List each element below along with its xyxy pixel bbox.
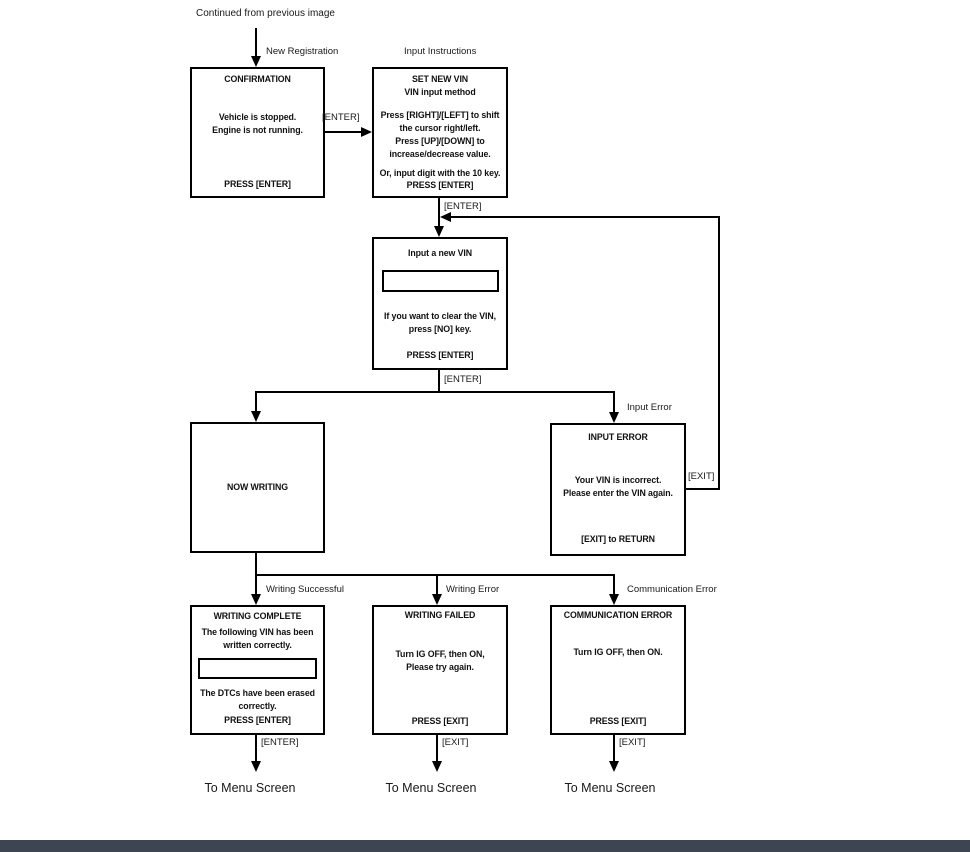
arrowhead-down-icon — [432, 761, 442, 772]
node-title: WRITING COMPLETE — [213, 611, 302, 621]
connector-line — [613, 574, 615, 596]
node-body-line: Please enter the VIN again. — [563, 488, 673, 498]
node-title: COMMUNICATION ERROR — [563, 610, 673, 620]
node-writing-complete: WRITING COMPLETE The following VIN has b… — [190, 605, 325, 735]
node-communication-error: COMMUNICATION ERROR Turn IG OFF, then ON… — [550, 605, 686, 735]
node-input-error: INPUT ERROR Your VIN is incorrect. Pleas… — [550, 423, 686, 556]
bottom-bar — [0, 840, 970, 852]
connector-line — [255, 553, 257, 576]
vin-input-field — [381, 270, 499, 292]
arrowhead-down-icon — [434, 226, 444, 237]
connector-line — [438, 370, 440, 393]
node-title: Input a new VIN — [408, 248, 472, 258]
connector-line — [613, 735, 615, 763]
node-footer: PRESS [ENTER] — [224, 715, 291, 725]
connector-line — [438, 198, 440, 228]
connector-line — [686, 488, 720, 490]
node-body-line: correctly. — [238, 701, 277, 711]
connector-line — [255, 391, 257, 414]
node-body-line: The following VIN has been — [201, 627, 314, 637]
edge-label-enter: [ENTER] — [444, 374, 482, 385]
connector-line — [255, 28, 257, 58]
edge-label-exit: [EXIT] — [619, 737, 646, 748]
node-title: INPUT ERROR — [588, 432, 648, 442]
tag-new-registration: New Registration — [266, 46, 339, 57]
arrowhead-down-icon — [432, 594, 442, 605]
arrowhead-down-icon — [251, 594, 261, 605]
node-title: CONFIRMATION — [224, 74, 291, 84]
arrowhead-down-icon — [251, 761, 261, 772]
node-body-line: Press [RIGHT]/[LEFT] to shift — [380, 110, 500, 120]
connector-line — [325, 131, 363, 133]
connector-line — [451, 216, 720, 218]
node-title: NOW WRITING — [227, 482, 288, 492]
node-body-line: press [NO] key. — [408, 324, 472, 334]
connector-line — [255, 391, 615, 393]
arrowhead-left-icon — [440, 212, 451, 222]
to-menu-screen-label: To Menu Screen — [385, 781, 477, 795]
node-body-line: increase/decrease value. — [389, 149, 491, 159]
edge-label-exit: [EXIT] — [688, 471, 715, 482]
node-body-line: Turn IG OFF, then ON. — [573, 647, 663, 657]
node-body-line: Turn IG OFF, then ON, — [395, 649, 485, 659]
connector-line — [436, 735, 438, 763]
node-footer: PRESS [ENTER] — [406, 350, 474, 360]
node-writing-failed: WRITING FAILED Turn IG OFF, then ON, Ple… — [372, 605, 508, 735]
continued-from-label: Continued from previous image — [196, 8, 335, 19]
vin-output-field — [198, 658, 317, 679]
connector-line — [255, 574, 615, 576]
node-input-vin: Input a new VIN If you want to clear the… — [372, 237, 508, 370]
node-body-line: Please try again. — [406, 662, 474, 672]
node-footer: [EXIT] to RETURN — [581, 534, 655, 544]
connector-line — [255, 735, 257, 763]
node-footer: PRESS [EXIT] — [589, 716, 647, 726]
arrowhead-down-icon — [609, 761, 619, 772]
tag-input-instructions: Input Instructions — [404, 46, 477, 57]
node-footer: PRESS [ENTER] — [406, 180, 474, 190]
tag-communication-error: Communication Error — [627, 584, 717, 595]
node-body-line: Your VIN is incorrect. — [574, 475, 662, 485]
arrowhead-down-icon — [609, 412, 619, 423]
node-subtitle: VIN input method — [404, 87, 476, 97]
edge-label-exit: [EXIT] — [442, 737, 469, 748]
arrowhead-right-icon — [361, 127, 372, 137]
node-body-line: If you want to clear the VIN, — [384, 311, 496, 321]
tag-writing-error: Writing Error — [446, 584, 500, 595]
arrowhead-down-icon — [609, 594, 619, 605]
arrowhead-down-icon — [251, 411, 261, 422]
node-body-line: Press [UP]/[DOWN] to — [395, 136, 485, 146]
node-body-line: Vehicle is stopped. — [218, 112, 297, 122]
connector-line — [255, 574, 257, 596]
node-set-new-vin: SET NEW VIN VIN input method Press [RIGH… — [372, 67, 508, 198]
edge-label-enter: [ENTER] — [322, 112, 360, 123]
arrowhead-down-icon — [251, 56, 261, 67]
connector-line — [718, 216, 720, 490]
node-confirmation: CONFIRMATION Vehicle is stopped. Engine … — [190, 67, 325, 198]
node-body-line: Or, input digit with the 10 key. — [379, 168, 501, 178]
node-body-line: written correctly. — [223, 640, 292, 650]
edge-label-enter: [ENTER] — [261, 737, 299, 748]
tag-input-error: Input Error — [627, 402, 672, 413]
node-body-line: The DTCs have been erased — [200, 688, 315, 698]
tag-writing-successful: Writing Successful — [266, 584, 344, 595]
edge-label-enter: [ENTER] — [444, 201, 482, 212]
node-body-line: the cursor right/left. — [399, 123, 481, 133]
node-title: SET NEW VIN — [411, 74, 469, 84]
to-menu-screen-label: To Menu Screen — [204, 781, 296, 795]
connector-line — [613, 391, 615, 415]
to-menu-screen-label: To Menu Screen — [564, 781, 656, 795]
node-now-writing: NOW WRITING — [190, 422, 325, 553]
node-footer: PRESS [EXIT] — [411, 716, 469, 726]
node-title: WRITING FAILED — [404, 610, 476, 620]
connector-line — [436, 574, 438, 596]
node-footer: PRESS [ENTER] — [224, 179, 291, 189]
node-body-line: Engine is not running. — [212, 125, 303, 135]
